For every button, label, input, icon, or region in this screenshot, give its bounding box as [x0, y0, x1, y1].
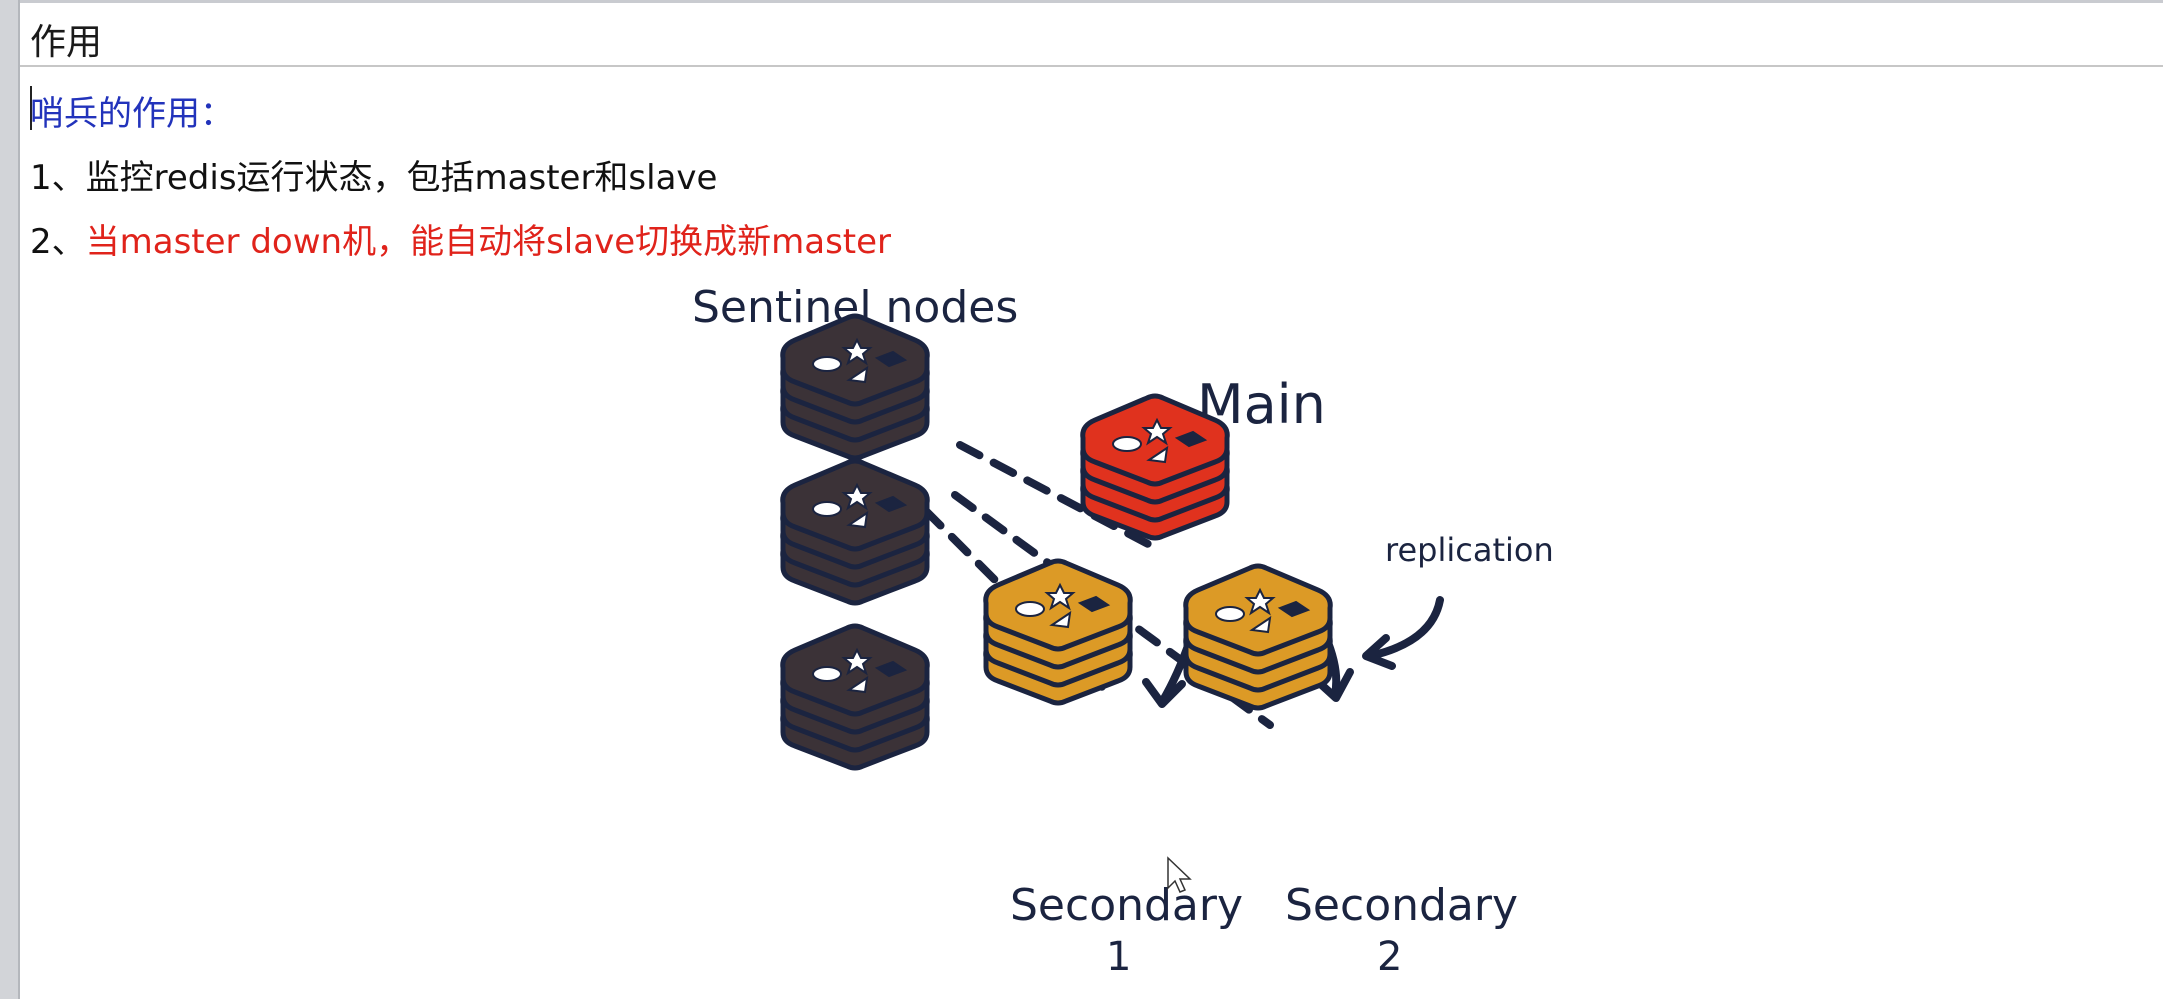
sentinel-node-3-square-icon [874, 660, 908, 678]
sentinel-node-3-star-icon [841, 647, 873, 676]
sentinel-node-2-stack [780, 458, 930, 606]
content-heading[interactable]: 哨兵的作用： [30, 94, 234, 134]
secondary-node-2-triangle-icon [1249, 615, 1272, 634]
secondary-node-2-star-icon [1244, 587, 1276, 616]
replication-label: replication [1385, 531, 1554, 569]
main-node-stack [1080, 393, 1230, 541]
secondary-node-2-circle-icon [1215, 606, 1245, 622]
main-node-star-icon [1141, 417, 1173, 446]
sentinel-architecture-diagram: Sentinel nodes Main replication Secondar… [692, 282, 1554, 980]
sentinel-node-2-circle-icon [812, 501, 842, 517]
main-node-square-icon [1174, 430, 1208, 448]
list-item-1[interactable]: 1、监控redis运行状态，包括master和slave [30, 150, 717, 199]
sentinel-node-3-stack [780, 623, 930, 771]
main-node-layer [1080, 393, 1230, 487]
secondary-2-label: Secondary [1285, 880, 1518, 931]
list-item-2[interactable]: 2、当master down机，能自动将slave切换成新master [30, 214, 891, 263]
secondary-1-label: Secondary [1010, 880, 1243, 931]
secondary-node-2-square-icon [1277, 600, 1311, 618]
window-top-border [0, 0, 2163, 3]
secondary-1-number: 1 [1106, 934, 1131, 980]
secondary-node-1-layer [983, 558, 1133, 652]
sentinel-node-2-triangle-icon [846, 510, 869, 529]
note-header: 作用 [20, 3, 2163, 67]
sentinel-node-1-circle-icon [812, 356, 842, 372]
main-node-triangle-icon [1146, 445, 1169, 464]
sentinel-node-2-square-icon [874, 495, 908, 513]
secondary-node-1-circle-icon [1015, 601, 1045, 617]
sentinel-node-1-star-icon [841, 337, 873, 366]
secondary-node-2-stack [1183, 563, 1333, 711]
header-title: 作用 [30, 22, 103, 63]
list-item-1-prefix: 1、 [30, 158, 86, 198]
secondary-node-1-triangle-icon [1049, 610, 1072, 629]
sentinel-node-1-triangle-icon [846, 365, 869, 384]
left-margin-bar [0, 0, 20, 999]
list-item-2-text: 当master down机，能自动将slave切换成新master [85, 222, 892, 262]
list-item-1-text: 监控redis运行状态，包括master和slave [85, 158, 718, 198]
secondary-2-number: 2 [1377, 934, 1402, 980]
sentinel-node-1-square-icon [874, 350, 908, 368]
secondary-node-1-star-icon [1044, 582, 1076, 611]
secondary-node-1-stack [983, 558, 1133, 706]
secondary-node-1-square-icon [1077, 595, 1111, 613]
sentinel-node-2-star-icon [841, 482, 873, 511]
main-node-circle-icon [1112, 436, 1142, 452]
list-item-2-prefix: 2、 [30, 222, 86, 262]
secondary-node-2-layer [1183, 563, 1333, 657]
text-caret [30, 86, 32, 130]
sentinel-node-1-stack [780, 313, 930, 461]
sentinel-node-3-triangle-icon [846, 675, 869, 694]
sentinel-node-3-layer [780, 623, 930, 717]
sentinel-node-3-circle-icon [812, 666, 842, 682]
sentinel-node-2-layer [780, 458, 930, 552]
mouse-pointer-icon [1167, 856, 1192, 893]
sentinel-node-1-layer [780, 313, 930, 407]
